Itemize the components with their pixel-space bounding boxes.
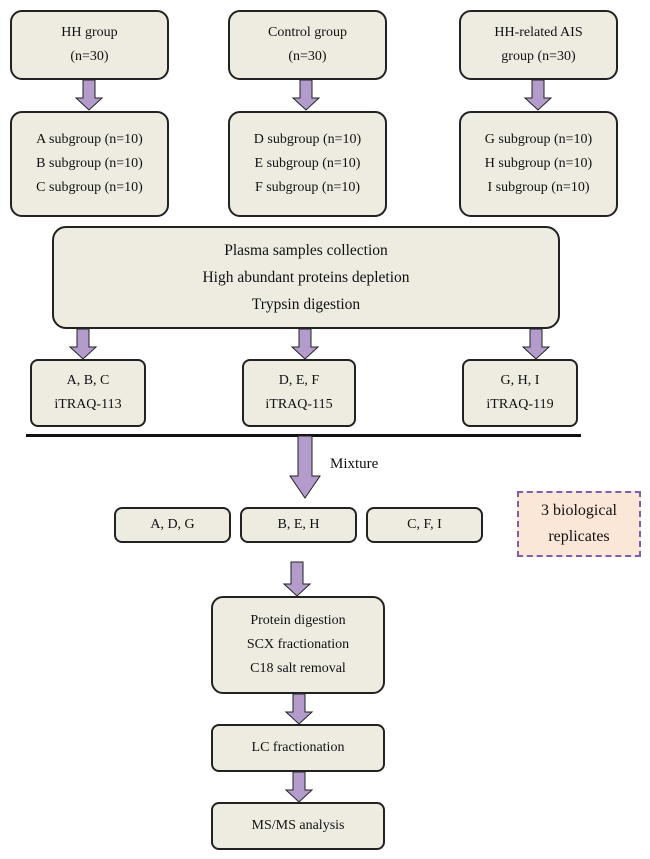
itraq-box-113: A, B, C iTRAQ-113 — [30, 359, 146, 427]
subgroup-item: C subgroup (n=10) — [36, 180, 143, 195]
lc-step: LC fractionation — [251, 740, 345, 755]
replicates-note: 3 biological replicates — [517, 491, 641, 557]
mixture-box: B, E, H — [240, 507, 357, 543]
subgroup-item: F subgroup (n=10) — [254, 180, 361, 195]
subgroup-item: H subgroup (n=10) — [484, 156, 593, 171]
lc-fractionation-box: LC fractionation — [211, 724, 385, 772]
down-arrow-icon — [282, 561, 312, 597]
mixture-samples: A, D, G — [150, 517, 195, 532]
down-arrow-icon — [284, 771, 314, 803]
subgroup-item: E subgroup (n=10) — [254, 156, 361, 171]
replicates-text: replicates — [548, 528, 610, 545]
mixture-samples: C, F, I — [407, 517, 442, 532]
mixture-box: A, D, G — [114, 507, 231, 543]
fractionation-step: C18 salt removal — [250, 661, 346, 676]
fractionation-step: Protein digestion — [250, 613, 346, 628]
fractionation-box: Protein digestion SCX fractionation C18 … — [211, 596, 385, 694]
ms-step: MS/MS analysis — [251, 818, 345, 833]
group-count: (n=30) — [70, 49, 109, 64]
down-arrow-icon — [290, 328, 320, 360]
down-arrow-icon — [523, 79, 553, 111]
itraq-tag: iTRAQ-115 — [265, 397, 333, 412]
subgroup-box-control: D subgroup (n=10) E subgroup (n=10) F su… — [228, 111, 387, 217]
down-arrow-icon — [289, 435, 321, 499]
subgroup-item: D subgroup (n=10) — [253, 132, 362, 147]
down-arrow-icon — [521, 328, 551, 360]
down-arrow-icon — [68, 328, 98, 360]
subgroup-item: I subgroup (n=10) — [487, 180, 590, 195]
group-count: group (n=30) — [501, 49, 576, 64]
group-box-hh: HH group (n=30) — [10, 10, 169, 80]
ms-analysis-box: MS/MS analysis — [211, 802, 385, 850]
down-arrow-icon — [284, 693, 314, 725]
processing-step: Plasma samples collection — [224, 242, 388, 259]
group-box-control: Control group (n=30) — [228, 10, 387, 80]
group-count: (n=30) — [288, 49, 327, 64]
replicates-text: 3 biological — [541, 502, 617, 519]
itraq-tag: iTRAQ-113 — [54, 397, 122, 412]
group-title: HH-related AIS — [494, 25, 583, 40]
processing-box: Plasma samples collection High abundant … — [52, 226, 560, 329]
group-title: HH group — [61, 25, 118, 40]
mixture-box: C, F, I — [366, 507, 483, 543]
itraq-samples: D, E, F — [278, 373, 320, 388]
down-arrow-icon — [74, 79, 104, 111]
subgroup-box-hh: A subgroup (n=10) B subgroup (n=10) C su… — [10, 111, 169, 217]
mixture-samples: B, E, H — [277, 517, 320, 532]
itraq-samples: A, B, C — [66, 373, 110, 388]
group-title: Control group — [268, 25, 347, 40]
subgroup-item: B subgroup (n=10) — [36, 156, 143, 171]
subgroup-item: G subgroup (n=10) — [484, 132, 593, 147]
processing-step: High abundant proteins depletion — [202, 269, 410, 286]
mixture-label: Mixture — [330, 456, 379, 472]
itraq-samples: G, H, I — [500, 373, 540, 388]
subgroup-box-ais: G subgroup (n=10) H subgroup (n=10) I su… — [459, 111, 618, 217]
fractionation-step: SCX fractionation — [246, 637, 350, 652]
subgroup-item: A subgroup (n=10) — [36, 132, 143, 147]
itraq-tag: iTRAQ-119 — [486, 397, 554, 412]
itraq-box-115: D, E, F iTRAQ-115 — [242, 359, 356, 427]
group-box-ais: HH-related AIS group (n=30) — [459, 10, 618, 80]
processing-step: Trypsin digestion — [251, 296, 361, 313]
down-arrow-icon — [291, 79, 321, 111]
itraq-box-119: G, H, I iTRAQ-119 — [462, 359, 578, 427]
